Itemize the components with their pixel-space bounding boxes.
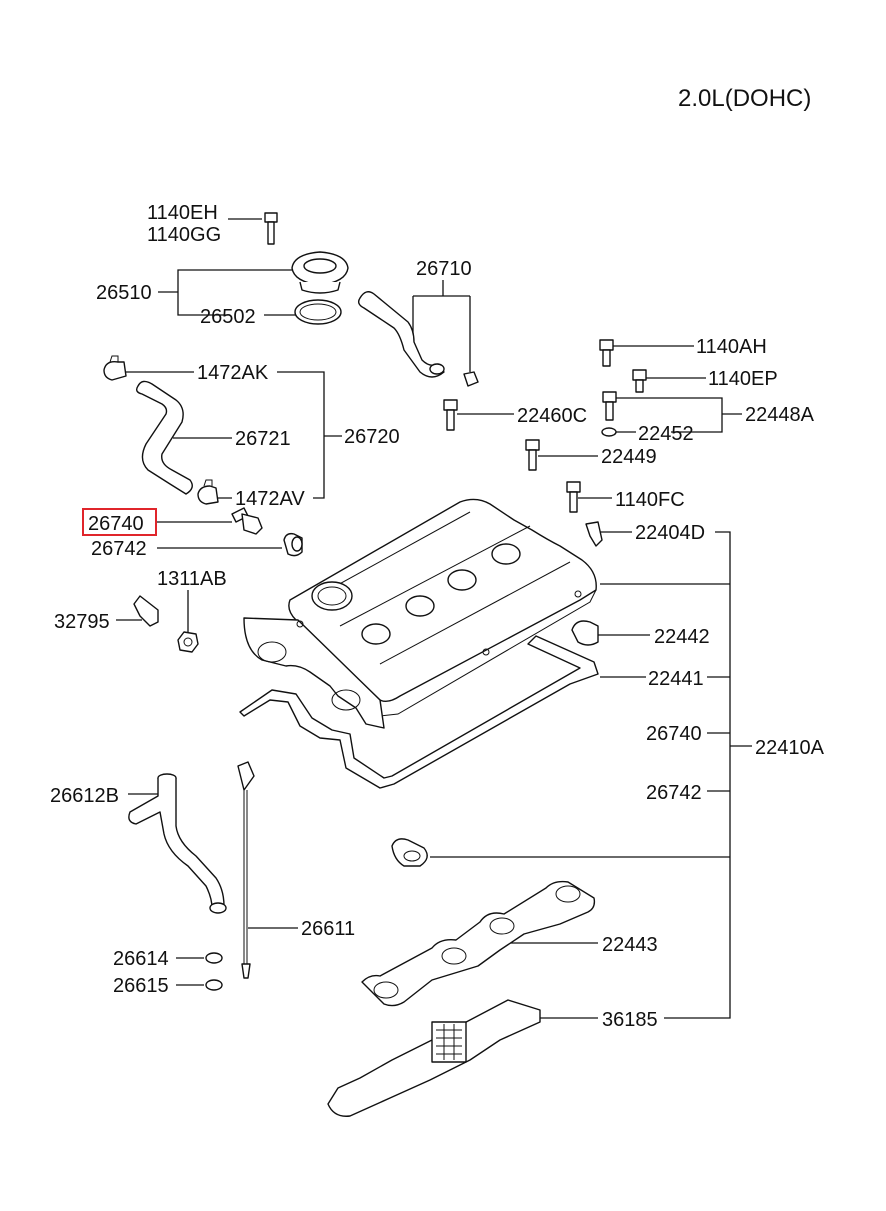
pcv-valve-26740-icon <box>231 507 263 535</box>
label-26742-right[interactable]: 26742 <box>646 782 702 804</box>
gasket-22441-icon <box>239 635 599 789</box>
label-1472ak[interactable]: 1472AK <box>197 362 269 384</box>
bolt-22460c-icon <box>443 399 458 431</box>
oil-filler-cap-icon <box>291 251 349 294</box>
label-22442[interactable]: 22442 <box>654 626 710 648</box>
label-26721[interactable]: 26721 <box>235 428 291 450</box>
breather-hose-26710-icon <box>357 291 445 378</box>
part-labels: 1140EH 1140GG 26510 26502 26710 1140AH 1… <box>50 202 825 1031</box>
label-22448a[interactable]: 22448A <box>745 404 815 426</box>
oil-gauge-tube-26612b-icon <box>128 773 227 914</box>
label-26742-left[interactable]: 26742 <box>91 538 147 560</box>
label-36185[interactable]: 36185 <box>602 1009 658 1031</box>
label-26502[interactable]: 26502 <box>200 306 256 328</box>
hose-clamp-1472ak-icon <box>103 355 127 381</box>
label-1140ah[interactable]: 1140AH <box>696 336 767 358</box>
label-26510[interactable]: 26510 <box>96 282 152 304</box>
bolt-1140ah-icon <box>599 339 614 367</box>
label-22460c[interactable]: 22460C <box>517 405 587 427</box>
nut-1311ab-icon <box>177 631 199 653</box>
label-26615[interactable]: 26615 <box>113 975 169 997</box>
label-22443[interactable]: 22443 <box>602 934 658 956</box>
fitting-22404d-icon <box>585 521 603 547</box>
bolt-1140ep-icon <box>632 369 647 393</box>
o-ring-26614-icon <box>205 952 223 964</box>
label-26612b[interactable]: 26612B <box>50 785 119 807</box>
seal-22442-icon <box>571 620 599 646</box>
label-32795[interactable]: 32795 <box>54 611 110 633</box>
hose-clamp-1472av-icon <box>197 479 219 505</box>
breather-hose-26721-icon <box>135 380 193 495</box>
bolt-22449-icon <box>525 439 540 471</box>
spark-plug-gasket-22443-icon <box>361 880 596 1007</box>
label-1140fc[interactable]: 1140FC <box>615 489 685 511</box>
rocker-cover-22410a-icon <box>243 498 597 729</box>
dipstick-26611-icon <box>237 761 255 979</box>
bolt-22448a-icon <box>602 391 617 421</box>
highlight-box-26740 <box>82 508 157 536</box>
label-26614[interactable]: 26614 <box>113 948 169 970</box>
label-1472av[interactable]: 1472AV <box>235 488 305 510</box>
label-1311ab[interactable]: 1311AB <box>157 568 227 590</box>
label-26720[interactable]: 26720 <box>344 426 400 448</box>
label-26740-right[interactable]: 26740 <box>646 723 702 745</box>
grommet-26742-icon <box>283 532 303 557</box>
label-26740-highlighted[interactable]: 26740 <box>88 513 144 535</box>
washer-22452-icon <box>601 427 617 437</box>
label-1140ep[interactable]: 1140EP <box>708 368 778 390</box>
label-1140eh[interactable]: 1140EH <box>147 202 218 224</box>
bracket-32795-icon <box>133 595 159 627</box>
ignition-cover-36185-icon <box>327 999 541 1117</box>
label-22441[interactable]: 22441 <box>648 668 704 690</box>
bolt-1140eh-icon <box>264 212 278 245</box>
label-26710[interactable]: 26710 <box>416 258 472 280</box>
label-26611[interactable]: 26611 <box>301 918 355 940</box>
label-22452[interactable]: 22452 <box>638 423 694 445</box>
label-22449[interactable]: 22449 <box>601 446 657 468</box>
bolt-1140fc-icon <box>566 481 581 513</box>
hose-clip-icon <box>463 371 479 387</box>
label-22410a[interactable]: 22410A <box>755 737 825 759</box>
label-1140gg[interactable]: 1140GG <box>147 224 221 246</box>
plug-gasket-ring-icon <box>391 838 428 867</box>
label-22404d[interactable]: 22404D <box>635 522 705 544</box>
engine-title: 2.0L(DOHC) <box>678 85 811 112</box>
leader-lines <box>116 218 752 1019</box>
o-ring-26615-icon <box>205 979 223 991</box>
